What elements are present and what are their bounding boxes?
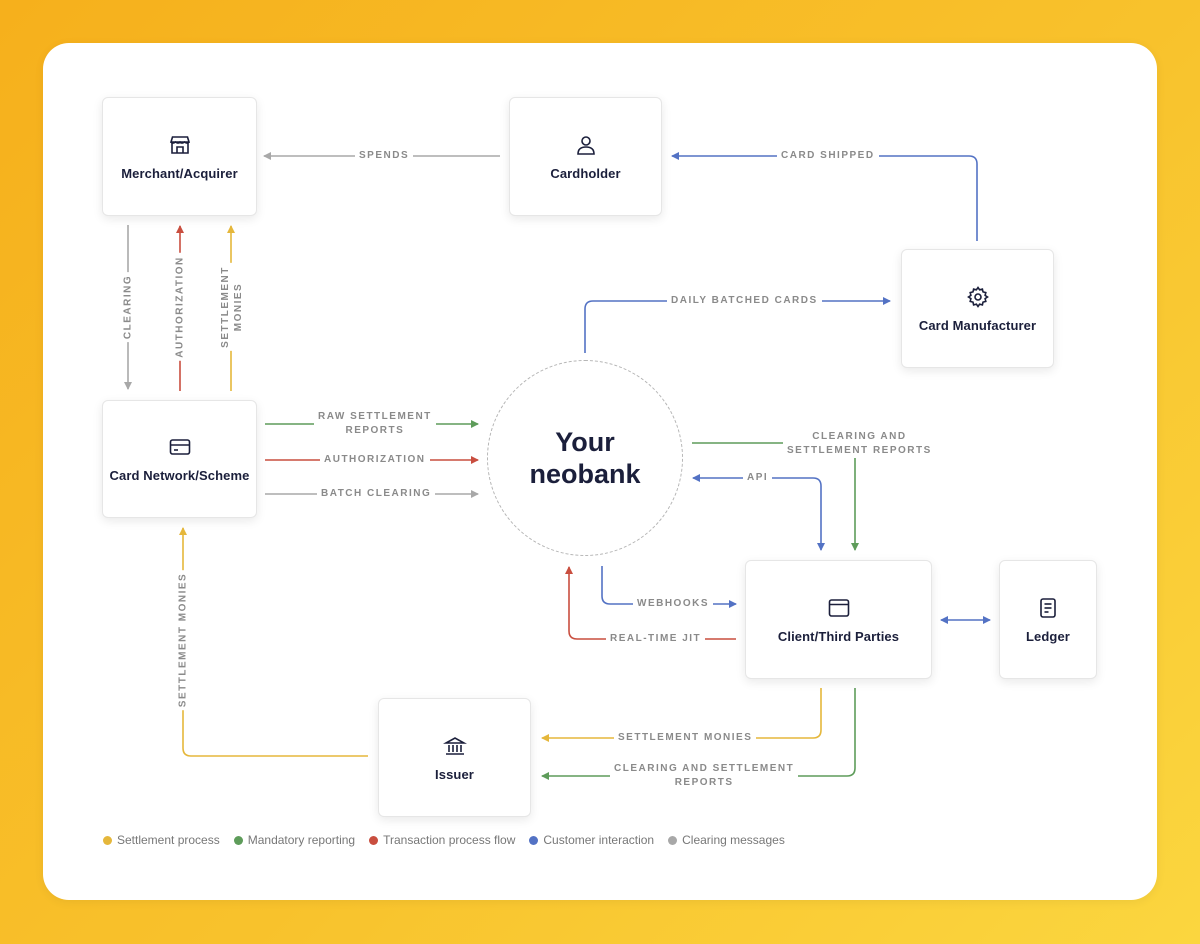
gear-icon — [966, 285, 989, 308]
legend-item-settlement: Settlement process — [103, 833, 220, 847]
label-settlement-monies-left: SETTLEMENT MONIES — [176, 569, 190, 711]
node-issuer-label: Issuer — [435, 766, 474, 782]
label-issuer-reports: CLEARING AND SETTLEMENT REPORTS — [610, 762, 799, 790]
edge-api — [692, 474, 825, 551]
label-clearing-vertical: CLEARING — [121, 271, 135, 343]
browser-window-icon — [828, 598, 849, 617]
label-authorization-vertical: AUTHORIZATION — [173, 253, 187, 361]
node-neobank[interactable]: Your neobank — [487, 360, 683, 556]
label-raw-settlement-reports: RAW SETTLEMENT REPORTS — [314, 410, 436, 438]
edge-clearing-settlement-reports — [692, 442, 859, 551]
node-merchant-label: Merchant/Acquirer — [121, 165, 238, 181]
node-card-network[interactable]: Card Network/Scheme — [102, 400, 257, 518]
label-settlement-monies-v-line2: MONIES — [233, 282, 244, 332]
edge-real-time-jit — [565, 566, 736, 640]
edge-card-shipped — [671, 152, 978, 241]
legend-item-transaction: Transaction process flow — [369, 833, 515, 847]
node-client-third-parties[interactable]: Client/Third Parties — [745, 560, 932, 679]
legend-label-reporting: Mandatory reporting — [247, 833, 356, 847]
legend-item-reporting: Mandatory reporting — [233, 833, 356, 847]
label-clearing-settlement-line2: SETTLEMENT REPORTS — [787, 445, 932, 456]
edge-settlement-monies-left — [179, 527, 368, 757]
credit-card-icon — [169, 439, 190, 455]
label-api: API — [743, 471, 773, 485]
user-icon — [576, 135, 595, 155]
edge-daily-batched-cards — [584, 297, 891, 353]
label-settlement-monies-issuer: SETTLEMENT MONIES — [614, 731, 757, 745]
label-clearing-settlement-line1: CLEARING AND — [812, 431, 907, 442]
label-settlement-monies-vertical: SETTLEMENT MONIES — [219, 263, 245, 351]
legend-label-settlement: Settlement process — [117, 833, 220, 847]
neobank-title-line2: neobank — [529, 459, 641, 489]
edge-settlement-monies-issuer — [541, 688, 822, 742]
store-icon — [169, 135, 190, 154]
node-card-manufacturer-label: Card Manufacturer — [918, 317, 1037, 333]
legend: Settlement process Mandatory reporting T… — [103, 833, 785, 847]
node-ledger[interactable]: Ledger — [999, 560, 1097, 679]
node-card-network-label: Card Network/Scheme — [109, 468, 250, 483]
node-cardholder[interactable]: Cardholder — [509, 97, 662, 216]
label-raw-settlement-line1: RAW SETTLEMENT — [318, 411, 432, 422]
label-daily-batched-cards: DAILY BATCHED CARDS — [667, 294, 822, 308]
legend-dot-clearing — [668, 835, 678, 845]
edge-webhooks — [601, 566, 737, 608]
legend-item-customer: Customer interaction — [529, 833, 654, 847]
label-real-time-jit: REAL-TIME JIT — [606, 632, 706, 646]
label-raw-settlement-line2: REPORTS — [345, 425, 405, 436]
neobank-title-line1: Your — [555, 427, 615, 457]
node-cardholder-label: Cardholder — [550, 165, 621, 181]
edge-issuer-reports — [541, 688, 856, 780]
label-authorization-horizontal: AUTHORIZATION — [320, 453, 430, 467]
label-settlement-monies-v-line1: SETTLEMENT — [220, 266, 231, 348]
node-client-label: Client/Third Parties — [777, 628, 900, 644]
legend-label-clearing: Clearing messages — [682, 833, 785, 847]
legend-item-clearing: Clearing messages — [668, 833, 785, 847]
node-card-manufacturer[interactable]: Card Manufacturer — [901, 249, 1054, 368]
label-clearing-settlement-reports: CLEARING AND SETTLEMENT REPORTS — [783, 430, 936, 458]
label-webhooks: WEBHOOKS — [633, 597, 713, 611]
node-issuer[interactable]: Issuer — [378, 698, 531, 817]
label-card-shipped: CARD SHIPPED — [777, 149, 879, 163]
legend-label-transaction: Transaction process flow — [383, 833, 516, 847]
document-icon — [1040, 597, 1056, 618]
bank-icon — [442, 736, 467, 755]
label-issuer-reports-line2: REPORTS — [674, 777, 734, 788]
legend-label-customer: Customer interaction — [543, 833, 655, 847]
label-issuer-reports-line1: CLEARING AND SETTLEMENT — [614, 763, 795, 774]
node-merchant[interactable]: Merchant/Acquirer — [102, 97, 257, 216]
node-ledger-label: Ledger — [1026, 628, 1070, 644]
label-spends: SPENDS — [355, 149, 414, 163]
legend-dot-reporting — [233, 835, 243, 845]
legend-dot-settlement — [103, 835, 112, 845]
legend-dot-customer — [529, 835, 539, 845]
label-batch-clearing: BATCH CLEARING — [317, 487, 436, 501]
legend-dot-transaction — [369, 835, 379, 845]
